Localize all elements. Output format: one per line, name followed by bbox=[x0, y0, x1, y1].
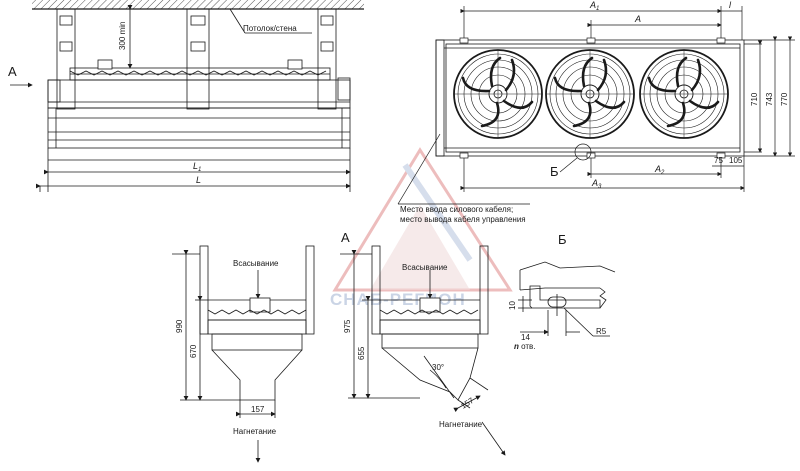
watermark-text: СНАБ-РЕГИОН bbox=[330, 290, 466, 309]
radius-r5: R5 bbox=[596, 327, 607, 336]
view-marker-a: A bbox=[8, 64, 17, 79]
dim-743: 743 bbox=[765, 92, 774, 106]
dim-a1: A1 bbox=[589, 0, 599, 12]
dim-l1: L1 bbox=[193, 161, 201, 173]
dim-105: 105 bbox=[729, 156, 743, 165]
dim-770: 770 bbox=[780, 92, 789, 106]
detail-b-title: Б bbox=[558, 232, 567, 247]
left-discharge-label: Нагнетание bbox=[233, 427, 277, 436]
fan-1 bbox=[453, 49, 543, 139]
right-discharge-label: Нагнетание bbox=[439, 420, 483, 429]
section-right bbox=[340, 245, 506, 456]
ceiling-hatch bbox=[32, 0, 364, 9]
dim-a3: A3 bbox=[591, 178, 602, 190]
dim-l-small: l bbox=[729, 0, 732, 10]
angle-label: 30° bbox=[432, 363, 444, 372]
top-view-dims bbox=[459, 6, 795, 192]
cable-leader bbox=[397, 133, 530, 205]
watermark-logo: СНАБ-РЕГИОН bbox=[330, 147, 513, 309]
dim-670: 670 bbox=[189, 344, 198, 358]
left-suction-label: Всасывание bbox=[233, 259, 279, 268]
dim-l: L bbox=[196, 175, 201, 185]
ceiling-label: Потолок/стена bbox=[243, 24, 297, 33]
dim-10: 10 bbox=[508, 301, 517, 310]
dim-975: 975 bbox=[343, 319, 352, 333]
left-dim-157: 157 bbox=[251, 405, 265, 414]
dim-710: 710 bbox=[750, 92, 759, 106]
dim-14: 14 bbox=[521, 333, 530, 342]
dim-990: 990 bbox=[175, 319, 184, 333]
detail-b bbox=[518, 261, 616, 337]
fan-group bbox=[453, 49, 729, 139]
right-dim-157: 157 bbox=[459, 396, 476, 411]
section-left bbox=[172, 245, 315, 463]
fan-2 bbox=[545, 49, 635, 139]
holes-label: n отв. bbox=[514, 342, 536, 351]
detail-marker-b: Б bbox=[550, 164, 559, 179]
dim-655: 655 bbox=[357, 346, 366, 360]
cable-note-line2: место вывода кабеля управления bbox=[400, 215, 526, 224]
right-suction-label: Всасывание bbox=[402, 263, 448, 272]
dim-a: A bbox=[634, 14, 641, 24]
dim-a2: A2 bbox=[654, 164, 665, 176]
clearance-label: 300 min bbox=[118, 22, 127, 50]
top-view bbox=[435, 39, 745, 157]
dim-75: 75 bbox=[714, 156, 723, 165]
cable-note-line1: Место ввода силового кабеля; bbox=[400, 205, 513, 214]
fan-3 bbox=[639, 49, 729, 139]
section-a-title: A bbox=[341, 230, 350, 245]
front-view bbox=[10, 0, 364, 192]
